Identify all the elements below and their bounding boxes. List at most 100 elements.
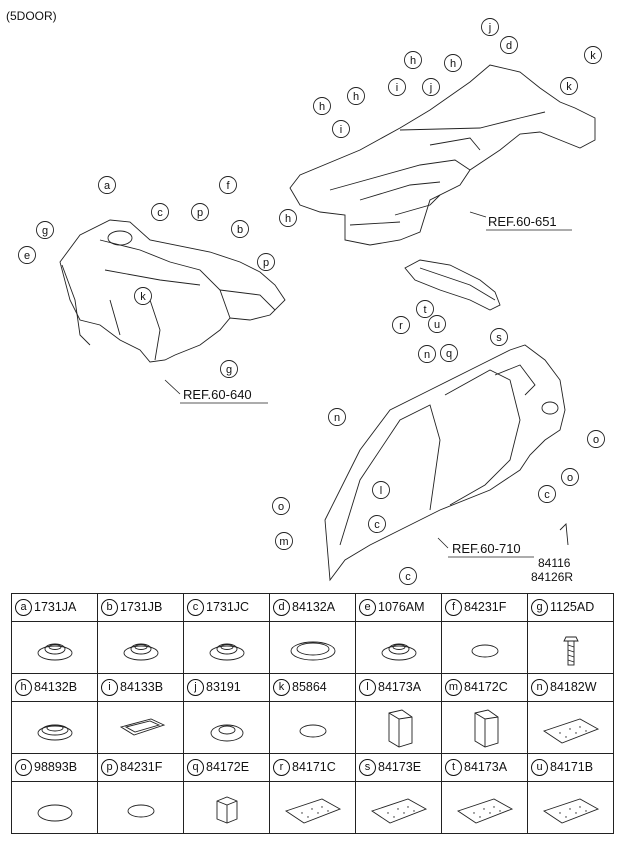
part-letter: i (101, 679, 118, 696)
part-letter: r (273, 759, 290, 776)
large-plug-icon (269, 621, 356, 674)
part-number: 1076AM (378, 599, 425, 614)
callout-letter: o (593, 434, 599, 446)
bracket-drawing (404, 259, 501, 311)
part-number: 1731JB (120, 599, 163, 614)
callout-letter: f (226, 180, 230, 192)
callout-letter: n (424, 349, 430, 361)
callout-letter: o (567, 472, 573, 484)
part-letter: n (531, 679, 548, 696)
sheet-pad-icon (527, 781, 614, 834)
part-number: 84173E (378, 759, 422, 774)
callout-g: g (36, 221, 54, 239)
sheet-pad-icon (269, 781, 356, 834)
part-number: 84231F (464, 599, 507, 614)
callout-n: n (328, 408, 346, 426)
part-letter: u (531, 759, 548, 776)
callout-letter: c (405, 571, 411, 583)
part-number: 84133B (120, 679, 164, 694)
part-letter: g (531, 599, 548, 616)
callout-letter: h (285, 213, 291, 225)
callout-k: k (134, 287, 152, 305)
flat-plug-icon (97, 781, 184, 834)
callout-letter: d (506, 40, 512, 52)
flat-plug-icon (441, 621, 528, 674)
callout-letter: e (24, 250, 30, 262)
callout-h: h (313, 97, 331, 115)
grommet-icon (355, 621, 442, 674)
part-number: 84172E (206, 759, 250, 774)
callout-letter: i (396, 82, 398, 94)
rectangular-plug-icon (97, 701, 184, 754)
grommet-icon (11, 621, 98, 674)
callout-letter: a (104, 180, 111, 192)
foam-pad-icon (355, 701, 442, 754)
loose-part-numbers: 84116 84126R (531, 523, 573, 584)
callout-letter: q (446, 348, 452, 360)
dome-cap-icon (11, 781, 98, 834)
callout-o: o (561, 468, 579, 486)
part-number: 1731JC (206, 599, 250, 614)
callout-t: t (416, 300, 434, 318)
callout-j: j (481, 18, 499, 36)
foam-pad-icon (441, 701, 528, 754)
callout-r: r (392, 316, 410, 334)
callout-letter: k (140, 291, 146, 303)
callout-letter: k (566, 81, 572, 93)
callout-letter: h (319, 101, 325, 113)
callout-letter: t (423, 304, 426, 316)
callout-letter: r (399, 320, 403, 332)
callout-c: c (399, 567, 417, 585)
callout-letter: o (278, 501, 284, 513)
callout-k: k (560, 77, 578, 95)
part-letter: l (359, 679, 376, 696)
part-letter: m (445, 679, 462, 696)
sheet-pad-icon (355, 781, 442, 834)
part-number: 98893B (34, 759, 78, 774)
callout-u: u (428, 315, 446, 333)
diagram-title: (5DOOR) (6, 9, 57, 23)
ref-label-651: REF.60-651 (488, 214, 557, 229)
part-letter: h (15, 679, 32, 696)
parts-icon-row (11, 781, 614, 834)
part-number: 84132A (292, 599, 336, 614)
callout-letter: i (340, 124, 342, 136)
ref-label-640: REF.60-640 (183, 387, 252, 402)
callout-n: n (418, 345, 436, 363)
part-number: 85864 (292, 679, 327, 694)
grommet-icon (97, 621, 184, 674)
part-number: 84173A (464, 759, 508, 774)
callout-q: q (440, 344, 458, 362)
callout-letter: u (434, 319, 440, 331)
callout-letter: j (488, 22, 491, 34)
callout-j: j (422, 78, 440, 96)
callout-letter: c (544, 489, 550, 501)
sheet-pad-icon (527, 701, 614, 754)
callout-l: l (372, 481, 390, 499)
ref-label-710: REF.60-710 (452, 541, 521, 556)
part-number: 84231F (120, 759, 163, 774)
grommet-icon (183, 621, 270, 674)
callout-e: e (18, 246, 36, 264)
part-number: 84173A (378, 679, 422, 694)
callout-i: i (388, 78, 406, 96)
part-number: 84182W (550, 679, 597, 694)
part-number-84116: 84116 (538, 556, 571, 570)
callout-k: k (584, 46, 602, 64)
